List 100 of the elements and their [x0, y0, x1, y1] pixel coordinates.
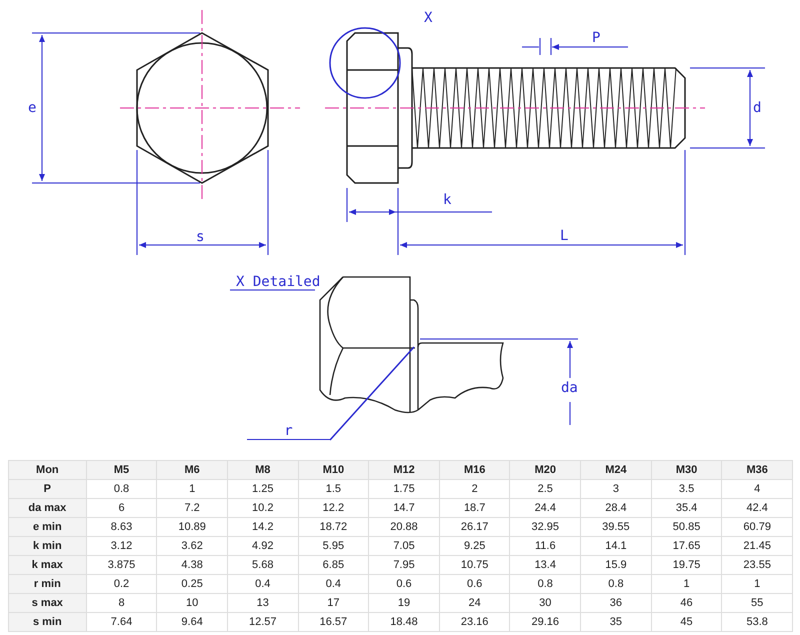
header-cell: M36	[722, 461, 793, 480]
table-cell: 2.5	[510, 480, 582, 499]
table-cell: 0.6	[369, 575, 440, 594]
table-cell: 3	[581, 480, 652, 499]
table-cell: 7.2	[157, 499, 228, 518]
table-cell: 0.6	[440, 575, 510, 594]
table-cell: k min	[9, 537, 87, 556]
table-cell: 2	[440, 480, 510, 499]
table-cell: 23.55	[722, 556, 793, 575]
table-cell: 8.63	[86, 518, 158, 537]
table-cell: s max	[9, 594, 87, 613]
table-cell: 12.57	[228, 613, 299, 632]
table-cell: 12.2	[298, 499, 370, 518]
table-cell: 28.4	[581, 499, 652, 518]
table-cell: 7.64	[86, 613, 158, 632]
table-cell: 9.25	[440, 537, 510, 556]
table-cell: 5.68	[228, 556, 299, 575]
table-cell: 1.5	[298, 480, 370, 499]
table-cell: 39.55	[581, 518, 652, 537]
table-cell: 4.38	[157, 556, 228, 575]
table-cell: 32.95	[510, 518, 582, 537]
table-cell: 60.79	[722, 518, 793, 537]
table-cell: 3.12	[86, 537, 158, 556]
detail-title: X Detailed	[236, 274, 320, 290]
table-cell: 0.25	[157, 575, 228, 594]
dimension-label: P	[592, 30, 600, 46]
table-cell: 7.95	[369, 556, 440, 575]
table-cell: 7.05	[369, 537, 440, 556]
table-cell: 0.4	[298, 575, 370, 594]
table-cell: 10	[157, 594, 228, 613]
table-cell: da max	[9, 499, 87, 518]
table-cell: 20.88	[369, 518, 440, 537]
table-cell: 19	[369, 594, 440, 613]
table-cell: 0.8	[510, 575, 582, 594]
leader-line	[329, 346, 415, 440]
dimension-label: d	[753, 100, 762, 116]
table-cell: 13.4	[510, 556, 582, 575]
header-cell: M6	[157, 461, 228, 480]
table-cell: 10.75	[440, 556, 510, 575]
table-cell: 1	[722, 575, 793, 594]
table-cell: 1.75	[369, 480, 440, 499]
header-cell: Mon	[9, 461, 87, 480]
table-cell: 23.16	[440, 613, 510, 632]
table-cell: 42.4	[722, 499, 793, 518]
table-cell: 0.2	[86, 575, 158, 594]
header-cell: M10	[298, 461, 370, 480]
header-cell: M20	[510, 461, 582, 480]
table-cell: s min	[9, 613, 87, 632]
table-cell: 0.8	[581, 575, 652, 594]
callout-text: r	[284, 423, 293, 439]
table-cell: 3.875	[86, 556, 158, 575]
table-cell: 50.85	[652, 518, 722, 537]
dimension-label: L	[560, 228, 568, 244]
table-cell: 14.1	[581, 537, 652, 556]
table-cell: 0.8	[86, 480, 158, 499]
table-cell: 26.17	[440, 518, 510, 537]
table-cell: 55	[722, 594, 793, 613]
table-cell: 5.95	[298, 537, 370, 556]
table-cell: 21.45	[722, 537, 793, 556]
table-cell: 17	[298, 594, 370, 613]
table-cell: 11.6	[510, 537, 582, 556]
header-cell: M12	[369, 461, 440, 480]
table-cell: 0.4	[228, 575, 299, 594]
table-cell: 29.16	[510, 613, 582, 632]
table-cell: 18.48	[369, 613, 440, 632]
table-cell: 46	[652, 594, 722, 613]
table-cell: r min	[9, 575, 87, 594]
table-cell: 18.7	[440, 499, 510, 518]
table-cell: 14.7	[369, 499, 440, 518]
header-cell: M30	[652, 461, 722, 480]
table-cell: 24	[440, 594, 510, 613]
table-cell: 1.25	[228, 480, 299, 499]
table-cell: 35	[581, 613, 652, 632]
dimension-label: k	[443, 192, 452, 208]
dimension-label: X	[424, 10, 432, 26]
header-cell: M8	[228, 461, 299, 480]
table-cell: 6	[86, 499, 158, 518]
table-cell: 1	[157, 480, 228, 499]
header-cell: M16	[440, 461, 510, 480]
table-cell: 36	[581, 594, 652, 613]
table-cell: 45	[652, 613, 722, 632]
table-cell: 24.4	[510, 499, 582, 518]
dimension-label: e	[28, 100, 36, 116]
table-cell: 3.62	[157, 537, 228, 556]
table-cell: 14.2	[228, 518, 299, 537]
table-cell: 30	[510, 594, 582, 613]
dimension-label: s	[196, 229, 204, 245]
table-cell: P	[9, 480, 87, 499]
table-cell: 4	[722, 480, 793, 499]
table-cell: 8	[86, 594, 158, 613]
table-cell: k max	[9, 556, 87, 575]
header-cell: M5	[86, 461, 158, 480]
table-cell: 17.65	[652, 537, 722, 556]
table-cell: 10.2	[228, 499, 299, 518]
table-cell: 6.85	[298, 556, 370, 575]
table-cell: 3.5	[652, 480, 722, 499]
table-cell: 16.57	[298, 613, 370, 632]
table-cell: 10.89	[157, 518, 228, 537]
table-cell: 19.75	[652, 556, 722, 575]
table-cell: e min	[9, 518, 87, 537]
